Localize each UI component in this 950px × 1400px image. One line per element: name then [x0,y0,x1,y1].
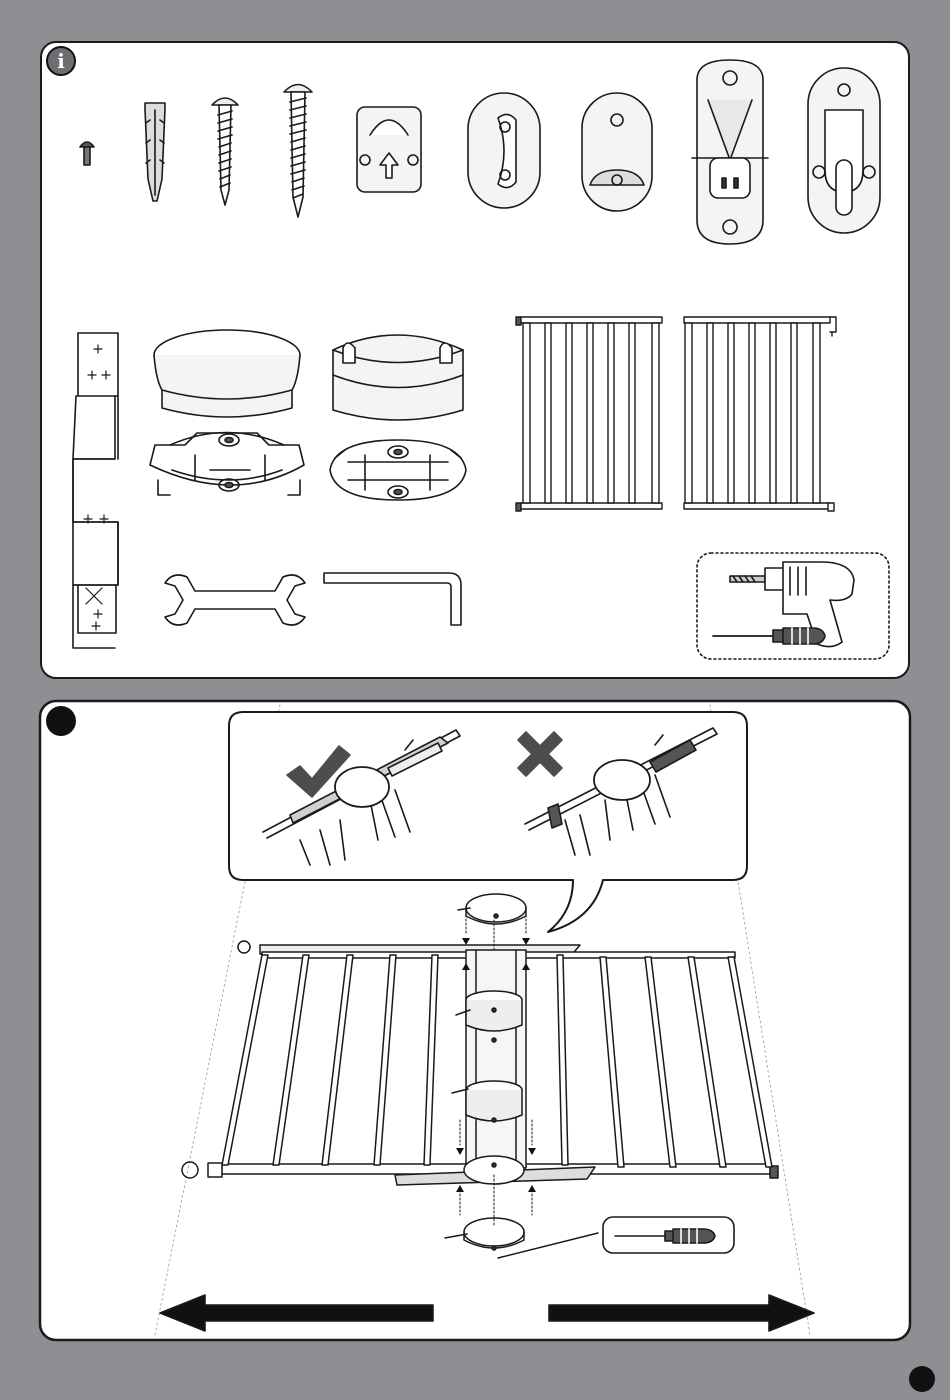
square-cap-icon [330,335,466,500]
long-wood-screw-icon [284,85,312,218]
wall-plug-icon [145,103,165,201]
hinge-bracket-icon [808,68,880,233]
wood-screw-icon [212,98,238,205]
wall-cup-icon [357,107,421,192]
round-bracket-icon [582,93,652,211]
small-screw-icon [80,142,94,165]
screwdriver-icon [713,628,825,644]
screwdriver-callout[interactable] [603,1217,734,1253]
allen-key-icon [324,573,461,625]
gate-panel-icon [516,317,662,511]
round-cap-icon [150,330,304,495]
tools-needed-box [697,553,889,659]
extension-panel-icon [684,317,836,511]
step-number-badge [46,706,76,736]
long-bracket-icon [692,60,768,244]
spanner-icon [165,575,305,625]
page-number-badge [909,1366,935,1392]
c-bracket-icon [468,93,540,208]
drilling-template-icon [73,333,118,648]
